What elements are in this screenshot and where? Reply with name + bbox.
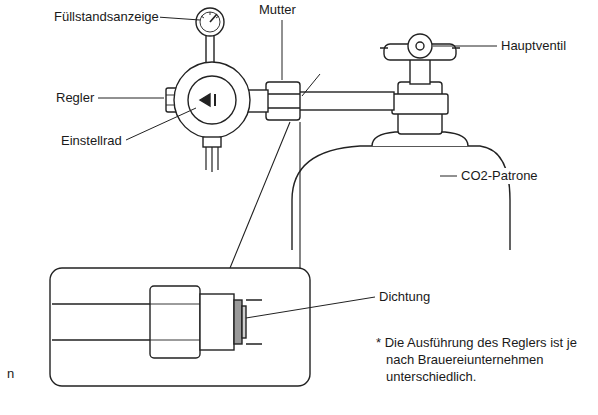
part-label: Mutter	[258, 2, 297, 18]
text-fragment: n	[6, 366, 15, 382]
footnote: * Die Ausführung des Reglers ist je nach…	[376, 334, 583, 385]
part-label: Hauptventil	[500, 38, 567, 54]
part-label: CO2-Patrone	[460, 168, 539, 184]
part-label: Regler	[55, 90, 95, 106]
part-label: Dichtung	[378, 289, 431, 305]
part-label: Einstellrad	[60, 133, 123, 149]
part-label: Füllstandsanzeige	[53, 9, 160, 25]
